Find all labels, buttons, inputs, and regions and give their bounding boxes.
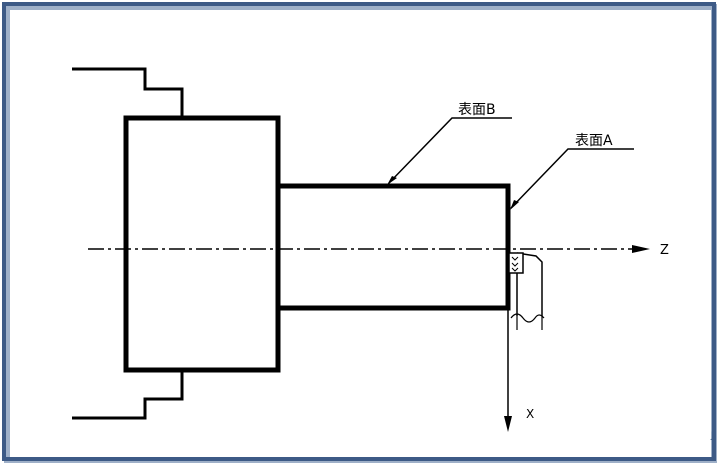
z-axis-arrow <box>632 245 650 253</box>
label-surface-b: 表面B <box>458 102 496 118</box>
workpiece <box>278 183 511 311</box>
leader-a-arrow <box>510 200 519 210</box>
label-axis-x: X <box>526 407 534 421</box>
chuck-jaw-bottom <box>72 370 184 420</box>
cutting-tool <box>508 252 545 330</box>
frame-shadow <box>4 4 717 463</box>
leader-surface-a <box>510 148 634 209</box>
chuck-jaw-top <box>72 67 184 118</box>
label-surface-a: 表面A <box>575 133 613 149</box>
chuck-body <box>123 115 281 373</box>
leader-b-arrow <box>387 176 397 185</box>
label-axis-z: Z <box>660 243 669 258</box>
corner-mark: J <box>710 431 714 441</box>
frame-border <box>2 2 716 461</box>
x-axis-arrow <box>504 416 512 432</box>
tool-break-line <box>510 313 545 323</box>
leader-surface-b <box>388 117 512 184</box>
